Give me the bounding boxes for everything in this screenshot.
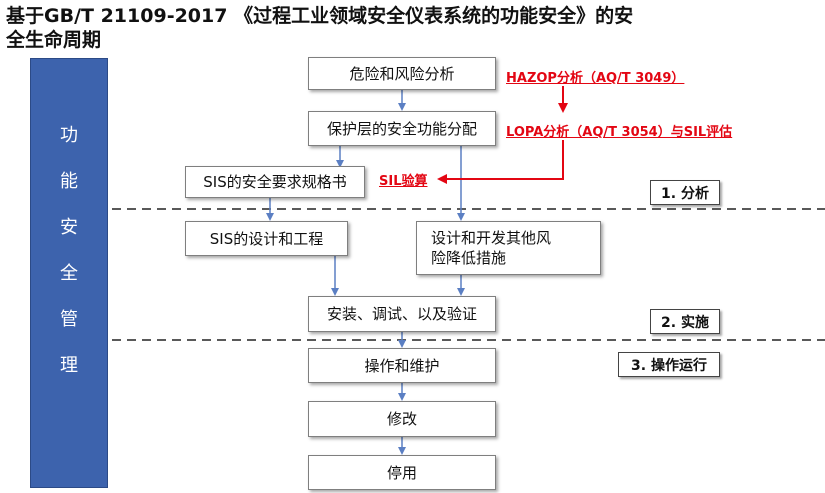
arrow-lopa-to-sil bbox=[437, 140, 564, 184]
stage-operation-label: 3. 操作运行 bbox=[618, 352, 720, 377]
functional-safety-management-bar: 功 能 安 全 管 理 bbox=[30, 58, 108, 488]
other-risk-reduction-box: 设计和开发其他风险降低措施 bbox=[416, 221, 601, 275]
sis-safety-requirements-box: SIS的安全要求规格书 bbox=[185, 166, 365, 198]
operation-maintenance-box: 操作和维护 bbox=[308, 348, 496, 383]
stage-implement-label: 2. 实施 bbox=[650, 309, 720, 334]
modification-box: 修改 bbox=[308, 401, 496, 437]
hazard-risk-analysis-box: 危险和风险分析 bbox=[308, 57, 496, 90]
hazop-annotation: HAZOP分析（AQ/T 3049） bbox=[506, 71, 685, 86]
sil-verification-annotation: SIL验算 bbox=[379, 174, 428, 189]
stage-analysis-label: 1. 分析 bbox=[650, 180, 720, 205]
decommissioning-box: 停用 bbox=[308, 455, 496, 490]
sidebar-label: 功 能 安 全 管 理 bbox=[60, 125, 78, 376]
lopa-annotation: LOPA分析（AQ/T 3054）与SIL评估 bbox=[506, 125, 733, 140]
page-title: 基于GB/T 21109-2017 《过程工业领域安全仪表系统的功能安全》的安全… bbox=[6, 5, 634, 51]
safety-function-allocation-box: 保护层的安全功能分配 bbox=[308, 111, 496, 146]
sis-design-engineering-box: SIS的设计和工程 bbox=[185, 221, 348, 256]
installation-commissioning-box: 安装、调试、以及验证 bbox=[308, 296, 496, 332]
